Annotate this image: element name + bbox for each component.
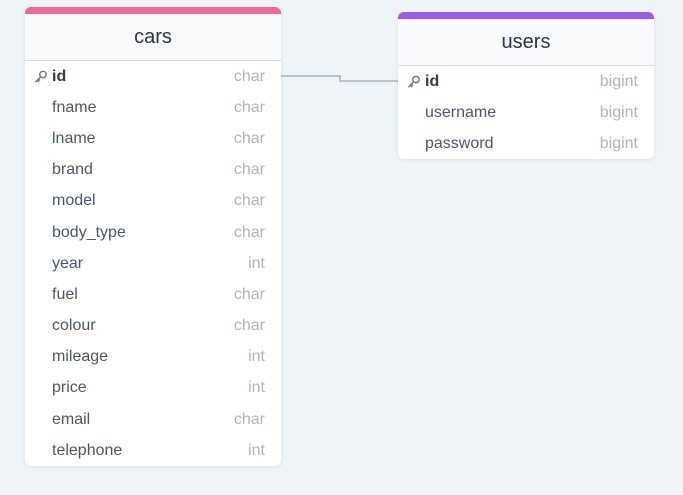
field-name: model — [52, 192, 96, 210]
field-row-lname[interactable]: lname char — [25, 123, 281, 154]
field-name: colour — [52, 317, 96, 335]
field-type: int — [248, 441, 265, 459]
field-row-fuel[interactable]: fuel char — [25, 279, 281, 310]
field-row-colour[interactable]: colour char — [25, 311, 281, 342]
field-type: bigint — [599, 134, 638, 152]
field-type: char — [233, 285, 265, 303]
field-row-model[interactable]: model char — [25, 186, 281, 217]
field-type: char — [233, 223, 265, 241]
field-type: char — [233, 67, 265, 85]
field-type: int — [248, 379, 265, 397]
field-name: telephone — [52, 441, 123, 459]
field-name: password — [425, 134, 494, 152]
field-name: price — [52, 379, 87, 397]
field-name: brand — [52, 161, 93, 179]
primary-key-icon — [33, 69, 48, 84]
field-row-year[interactable]: year int — [25, 248, 281, 279]
table-accent-bar — [25, 7, 281, 14]
field-row-mileage[interactable]: mileage int — [25, 342, 281, 373]
field-name: id — [425, 72, 440, 90]
field-row-id[interactable]: id char — [25, 61, 281, 92]
primary-key-icon — [406, 74, 421, 89]
field-type: char — [233, 317, 265, 335]
field-name: email — [52, 410, 91, 428]
field-row-body_type[interactable]: body_type char — [25, 217, 281, 248]
field-name: year — [52, 254, 84, 272]
field-name: body_type — [52, 223, 126, 241]
field-row-fname[interactable]: fname char — [25, 92, 281, 123]
field-row-price[interactable]: price int — [25, 373, 281, 404]
table-title[interactable]: cars — [25, 14, 281, 61]
field-row-telephone[interactable]: telephone int — [25, 435, 281, 466]
field-name: fname — [52, 98, 97, 116]
field-name: id — [52, 67, 67, 85]
table-users[interactable]: users id bigint username bigint password bigi… — [398, 12, 654, 159]
field-type: char — [233, 98, 265, 116]
field-type: int — [248, 348, 265, 366]
field-list: id char fname char lname char brand char model ch… — [25, 61, 281, 466]
field-name: lname — [52, 129, 96, 147]
field-name: username — [425, 103, 497, 121]
field-row-password[interactable]: password bigint — [398, 128, 654, 159]
field-list: id bigint username bigint password bigint — [398, 66, 654, 159]
field-type: char — [233, 410, 265, 428]
table-accent-bar — [398, 12, 654, 19]
field-type: bigint — [599, 72, 638, 90]
field-type: char — [233, 192, 265, 210]
field-row-brand[interactable]: brand char — [25, 155, 281, 186]
field-row-id[interactable]: id bigint — [398, 66, 654, 97]
field-name: mileage — [52, 348, 109, 366]
field-name: fuel — [52, 285, 78, 303]
field-row-username[interactable]: username bigint — [398, 97, 654, 128]
table-title[interactable]: users — [398, 19, 654, 66]
field-type: char — [233, 161, 265, 179]
field-type: char — [233, 129, 265, 147]
field-type: bigint — [599, 103, 638, 121]
field-type: int — [248, 254, 265, 272]
field-row-email[interactable]: email char — [25, 404, 281, 435]
relation-line-cars-users — [281, 75, 398, 82]
